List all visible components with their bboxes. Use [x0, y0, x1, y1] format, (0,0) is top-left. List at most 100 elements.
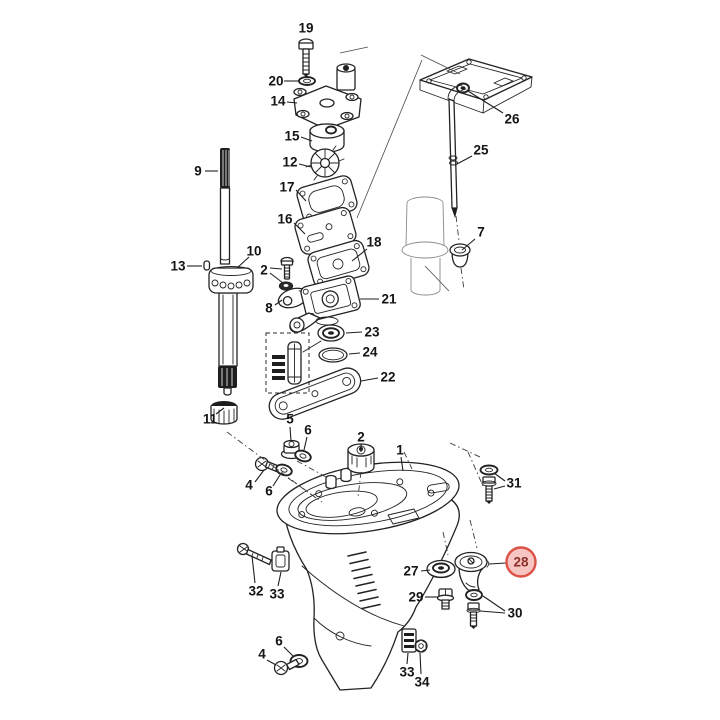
part-label-1: 1 [396, 443, 404, 458]
part-31-bolt [481, 476, 497, 504]
part-14-water-pump-housing [293, 63, 362, 130]
part-2-lock-washer [278, 281, 294, 291]
label-leader-4 [266, 659, 277, 666]
assembly-dash-line [296, 460, 329, 479]
alignment-guide-line [339, 46, 369, 54]
label-leader-30 [482, 595, 506, 612]
label-leader-2 [269, 272, 284, 284]
assembly-dash-line [467, 451, 484, 487]
assembly-dash-line [357, 471, 362, 498]
label-leader-26 [467, 90, 504, 114]
alignment-guide-line [420, 54, 461, 75]
part-label-13: 13 [170, 259, 186, 274]
part-22-gasket [268, 367, 362, 420]
diagram-artwork [203, 38, 533, 691]
shift-cam-detail [265, 332, 322, 394]
part-30-washer [465, 589, 483, 601]
label-leader-6 [272, 474, 281, 487]
label-leader-10 [236, 256, 250, 269]
part-label-31: 31 [506, 476, 522, 491]
part-25-shift-shaft [447, 84, 467, 218]
label-leader-31 [493, 485, 506, 490]
part-29-bolt [436, 588, 455, 610]
part-label-10: 10 [246, 244, 261, 259]
part-label-15: 15 [284, 129, 300, 144]
assembly-dash-line [455, 215, 460, 242]
part-33-clamp-upper [271, 546, 290, 572]
deck-studs [325, 467, 352, 490]
part-28-anode [454, 551, 490, 593]
label-leader-16 [293, 222, 306, 235]
part-label-30: 30 [507, 606, 522, 621]
part-label-16: 16 [277, 212, 293, 227]
label-leader-34 [419, 652, 422, 675]
water-intake-vents [347, 551, 381, 610]
part-15-insert-cup [309, 123, 345, 153]
part-21-pump-base [289, 275, 361, 333]
label-leader-2 [269, 267, 283, 270]
label-leader-18 [351, 248, 368, 262]
part-label-33: 33 [399, 665, 415, 680]
part-label-12: 12 [282, 155, 297, 170]
part-27-grommet [426, 559, 456, 579]
part-23-oil-seal [317, 324, 345, 342]
label-leader-1 [400, 456, 404, 472]
part-24-o-ring [318, 347, 348, 363]
part-label-29: 29 [408, 590, 423, 605]
label-leader-23 [345, 331, 363, 334]
label-leader-25 [456, 155, 473, 165]
part-label-6: 6 [265, 484, 273, 499]
part-label-2: 2 [357, 430, 365, 445]
part-label-6: 6 [275, 634, 283, 649]
part-4-screw-lower [273, 658, 300, 676]
part-30-bolt [466, 602, 481, 629]
deck-tab [387, 508, 420, 525]
part-26-adapter-plate [419, 58, 533, 114]
label-leader-12 [298, 163, 312, 168]
part-label-21: 21 [381, 292, 397, 307]
part-31-washer [479, 464, 499, 476]
part-19-bolt [298, 38, 314, 77]
assembly-dash-line [226, 431, 317, 499]
label-leader-15 [300, 136, 313, 142]
part-label-32: 32 [248, 584, 263, 599]
part-20-washer [298, 76, 316, 86]
part-6-washer-mid2 [275, 463, 293, 477]
part-label-18: 18 [366, 235, 382, 250]
part-label-33: 33 [269, 587, 285, 602]
alignment-guide-line [424, 265, 450, 292]
label-leader-lines [187, 80, 507, 675]
label-leader-33 [406, 652, 409, 665]
highlighted-callout-28[interactable]: 28 [505, 546, 537, 578]
assembly-dash-line [442, 531, 449, 556]
part-label-28[interactable]: 28 [513, 555, 529, 570]
part-label-23: 23 [364, 325, 380, 340]
label-leader-17 [295, 189, 307, 202]
label-leader-8 [274, 299, 283, 306]
label-leader-6 [303, 436, 308, 451]
part-label-14: 14 [270, 94, 286, 109]
assembly-dash-lines [226, 46, 484, 556]
label-leader-11 [215, 407, 225, 415]
label-leader-14 [286, 101, 298, 104]
part-12-impeller [305, 145, 345, 181]
part-label-20: 20 [268, 74, 283, 89]
part-label-22: 22 [380, 370, 395, 385]
part-label-7: 7 [477, 225, 485, 240]
part-label-26: 26 [504, 112, 520, 127]
label-leader-6 [283, 646, 294, 657]
part-label-9: 9 [194, 164, 202, 179]
part-label-17: 17 [279, 180, 294, 195]
label-leader-27 [420, 569, 431, 572]
label-leader-4 [254, 469, 265, 483]
assembly-dash-line [460, 267, 465, 291]
label-leader-22 [360, 377, 379, 382]
part-label-5: 5 [286, 412, 294, 427]
part-6-washer-mid [294, 449, 312, 463]
part-13-pin [203, 260, 211, 271]
alignment-guide-line [356, 59, 423, 219]
highlight-circle[interactable] [505, 546, 537, 578]
part-label-6: 6 [304, 423, 312, 438]
label-leader-30 [479, 610, 506, 614]
